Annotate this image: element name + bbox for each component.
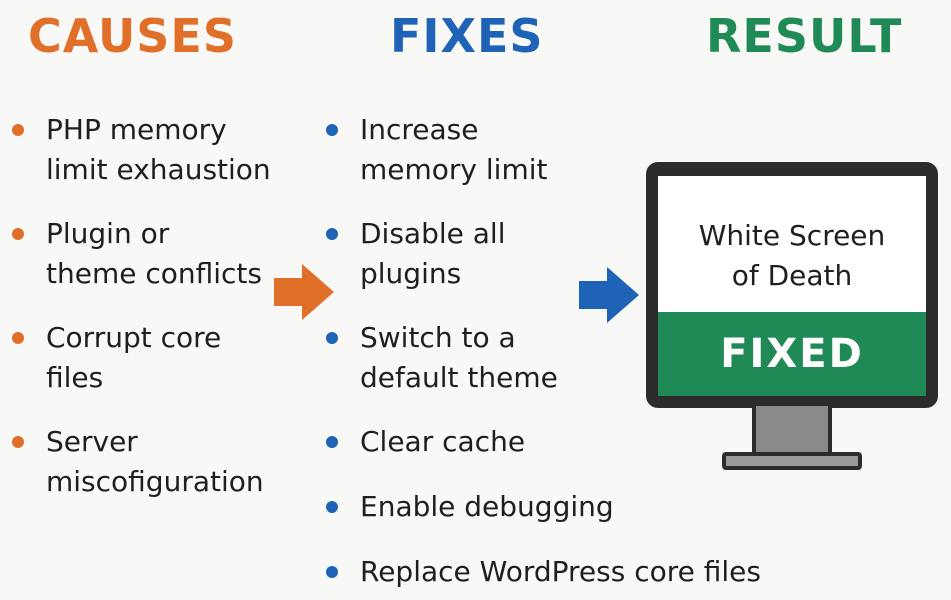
bullet-icon	[12, 124, 24, 136]
right-arrow-icon	[274, 264, 334, 320]
fix-line: Disable all	[360, 217, 506, 250]
result-heading: RESULT	[706, 9, 903, 63]
bullet-icon	[326, 124, 338, 136]
bullet-icon	[326, 566, 338, 578]
fixed-status-banner: FIXED	[658, 312, 926, 396]
fix-line: Clear cache	[360, 425, 526, 458]
fix-item: Switch to a default theme	[326, 318, 806, 398]
fix-line: default theme	[360, 361, 558, 394]
monitor-screen: White Screen of Death FIXED	[658, 176, 926, 396]
fixes-heading: FIXES	[390, 9, 544, 63]
fix-line: Enable debugging	[360, 490, 614, 523]
cause-line: files	[46, 361, 104, 394]
right-arrow-icon	[579, 267, 639, 323]
bullet-icon	[326, 228, 338, 240]
cause-line: Plugin or	[46, 217, 170, 250]
bullet-icon	[326, 332, 338, 344]
screen-title: White Screen of Death	[658, 216, 926, 296]
fix-line: plugins	[360, 257, 462, 290]
cause-line: PHP memory	[46, 113, 227, 146]
monitor-stand-base	[722, 452, 862, 470]
bullet-icon	[326, 436, 338, 448]
cause-line: Server	[46, 425, 138, 458]
fix-line: memory limit	[360, 153, 548, 186]
monitor-icon: White Screen of Death FIXED	[646, 162, 938, 408]
cause-line: miscofiguration	[46, 465, 264, 498]
screen-line: White Screen	[698, 219, 886, 252]
fix-item: Replace WordPress core files	[326, 552, 806, 592]
bullet-icon	[12, 436, 24, 448]
fix-line: Increase	[360, 113, 479, 146]
cause-item: Corrupt core files	[12, 318, 342, 398]
cause-item: PHP memory limit exhaustion	[12, 110, 342, 190]
fix-item: Disable all plugins	[326, 214, 806, 294]
cause-line: limit exhaustion	[46, 153, 271, 186]
fix-item: Increase memory limit	[326, 110, 806, 190]
cause-item: Plugin or theme conflicts	[12, 214, 342, 294]
fix-item: Clear cache	[326, 422, 806, 462]
screen-line: of Death	[731, 259, 853, 292]
cause-line: theme conflicts	[46, 257, 263, 290]
bullet-icon	[326, 501, 338, 513]
fix-item: Enable debugging	[326, 487, 806, 527]
fix-line: Switch to a	[360, 321, 516, 354]
cause-line: Corrupt core	[46, 321, 222, 354]
causes-heading: CAUSES	[28, 9, 237, 63]
fix-line: Replace WordPress core files	[360, 555, 761, 588]
cause-item: Server miscofiguration	[12, 422, 342, 502]
bullet-icon	[12, 332, 24, 344]
monitor-stand-neck	[752, 406, 832, 456]
bullet-icon	[12, 228, 24, 240]
